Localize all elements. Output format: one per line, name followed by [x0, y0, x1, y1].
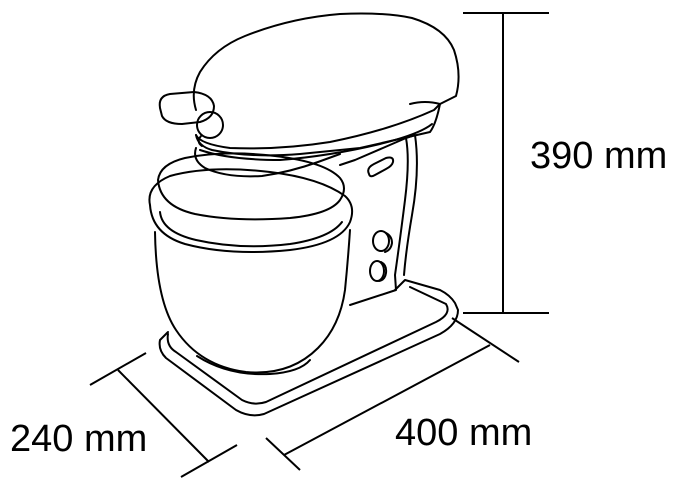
bowl-rim-outer — [148, 168, 354, 253]
height-label: 390 mm — [530, 135, 667, 177]
width-extension-line-right — [451, 317, 520, 363]
mixer-base-outer — [158, 279, 459, 417]
bowl-lid — [157, 152, 345, 221]
bowl-rim-inner — [159, 211, 343, 248]
bowl-bottom — [196, 355, 311, 376]
depth-dimension-line — [117, 369, 210, 463]
mixer-column-back — [403, 134, 418, 276]
front-hub — [158, 91, 215, 125]
width-extension-line-left — [265, 437, 301, 471]
attachment-knob — [196, 111, 224, 139]
width-label: 400 mm — [395, 412, 532, 454]
head-collar — [194, 147, 341, 178]
height-dimension — [463, 12, 549, 314]
control-knob-upper-shaft — [384, 232, 393, 253]
stand-mixer-illustration — [148, 12, 460, 417]
depth-extension-line-top — [89, 352, 147, 386]
motor-head — [192, 12, 460, 157]
motor-head-band-lower — [199, 123, 433, 161]
bowl-body — [154, 229, 351, 374]
motor-head-trim — [409, 101, 441, 105]
mixer-base-top — [166, 286, 449, 405]
speed-lever-slot — [367, 156, 395, 178]
depth-dimension — [89, 352, 238, 478]
width-dimension — [265, 317, 520, 471]
motor-head-band — [195, 103, 441, 150]
depth-label: 240 mm — [10, 418, 147, 460]
width-dimension-line — [283, 344, 491, 456]
depth-extension-line-bottom — [180, 444, 238, 478]
attachment-knob-neck — [197, 135, 203, 147]
control-knob-upper — [372, 230, 390, 252]
control-knob-lower — [369, 260, 385, 282]
control-knob-lower-shaft — [378, 261, 388, 282]
mixer-column — [339, 137, 409, 306]
